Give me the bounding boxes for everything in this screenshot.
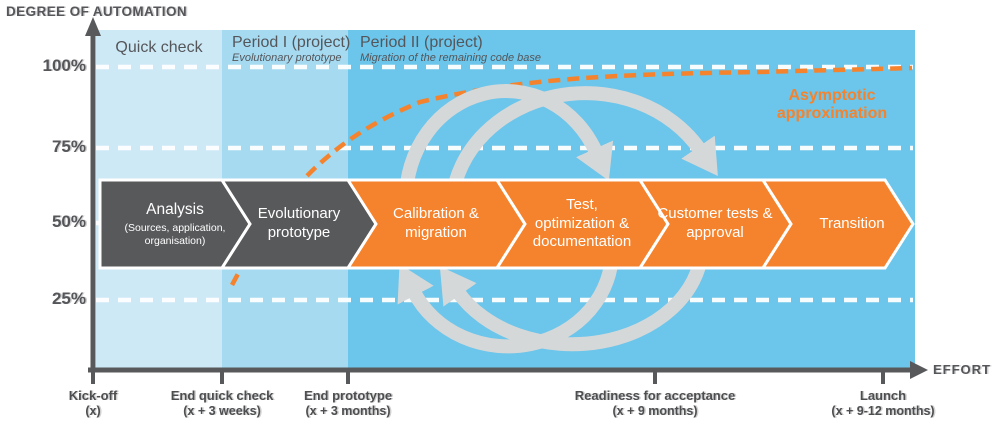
zone-label-period-1: Period I (project) bbox=[232, 34, 351, 51]
process-chevrons bbox=[98, 178, 915, 270]
axes bbox=[85, 17, 928, 384]
milestone-end-prototype-sub: (x + 3 months) bbox=[305, 404, 391, 419]
milestone-end-quick-check-label: End quick check bbox=[170, 388, 274, 403]
milestone-kickoff-label: Kick-off bbox=[68, 388, 118, 403]
chevron-label-analysis-sub: (Sources, application, organisation) bbox=[124, 221, 226, 247]
y-tick-25: 25% bbox=[51, 289, 86, 308]
loop-top-small bbox=[398, 84, 614, 201]
milestone-end-quick-check-sub: (x + 3 weeks) bbox=[183, 404, 261, 419]
x-axis-ticks bbox=[91, 371, 885, 384]
milestone-kickoff: Kick-off (x) bbox=[43, 388, 143, 420]
zone-label-quick-check: Quick check bbox=[115, 39, 203, 56]
milestone-launch-sub: (x + 9-12 months) bbox=[831, 404, 935, 419]
asymptotic-annotation: Asymptotic approximation bbox=[776, 87, 888, 123]
chevron-label-evolutionary-prototype: Evolutionary prototype bbox=[257, 205, 341, 241]
loop-bottom-large bbox=[439, 249, 709, 352]
chevron-label-transition: Transition bbox=[819, 214, 885, 232]
milestone-launch: Launch (x + 9-12 months) bbox=[793, 388, 973, 420]
chevron-label-test-optimization: Test, optimization & documentation bbox=[532, 195, 632, 251]
x-axis-title: EFFORT bbox=[933, 362, 991, 377]
chevron-label-customer-tests: Customer tests & approval bbox=[657, 205, 773, 241]
y-tick-100: 100% bbox=[42, 56, 86, 75]
chevron-label-calibration-migration: Calibration & migration bbox=[393, 205, 479, 241]
zone-sublabel-period-2: Migration of the remaining code base bbox=[360, 52, 541, 64]
milestone-readiness-label: Readiness for acceptance bbox=[574, 388, 736, 403]
y-tick-50: 50% bbox=[51, 212, 86, 231]
milestone-end-quick-check: End quick check (x + 3 weeks) bbox=[142, 388, 302, 420]
milestone-readiness: Readiness for acceptance (x + 9 months) bbox=[555, 388, 755, 420]
milestone-end-prototype-label: End prototype bbox=[303, 388, 393, 403]
milestone-readiness-sub: (x + 9 months) bbox=[612, 404, 698, 419]
y-tick-75: 75% bbox=[51, 137, 86, 156]
chevron-label-analysis: Analysis (Sources, application, organisa… bbox=[110, 180, 240, 268]
chevron-label-analysis-main: Analysis bbox=[146, 201, 204, 219]
loop-top-large bbox=[445, 86, 718, 201]
milestone-kickoff-sub: (x) bbox=[85, 404, 101, 419]
x-axis-arrowhead bbox=[910, 361, 928, 379]
milestone-end-prototype: End prototype (x + 3 months) bbox=[268, 388, 428, 420]
zone-label-period-2: Period II (project) bbox=[360, 34, 483, 51]
milestone-launch-label: Launch bbox=[859, 388, 907, 403]
y-axis-arrowhead bbox=[85, 17, 101, 36]
y-axis-title: DEGREE OF AUTOMATION bbox=[6, 4, 188, 19]
chevron-transition bbox=[760, 178, 915, 270]
zone-sublabel-period-1: Evolutionary prototype bbox=[232, 52, 342, 64]
iteration-loops bbox=[397, 84, 718, 354]
